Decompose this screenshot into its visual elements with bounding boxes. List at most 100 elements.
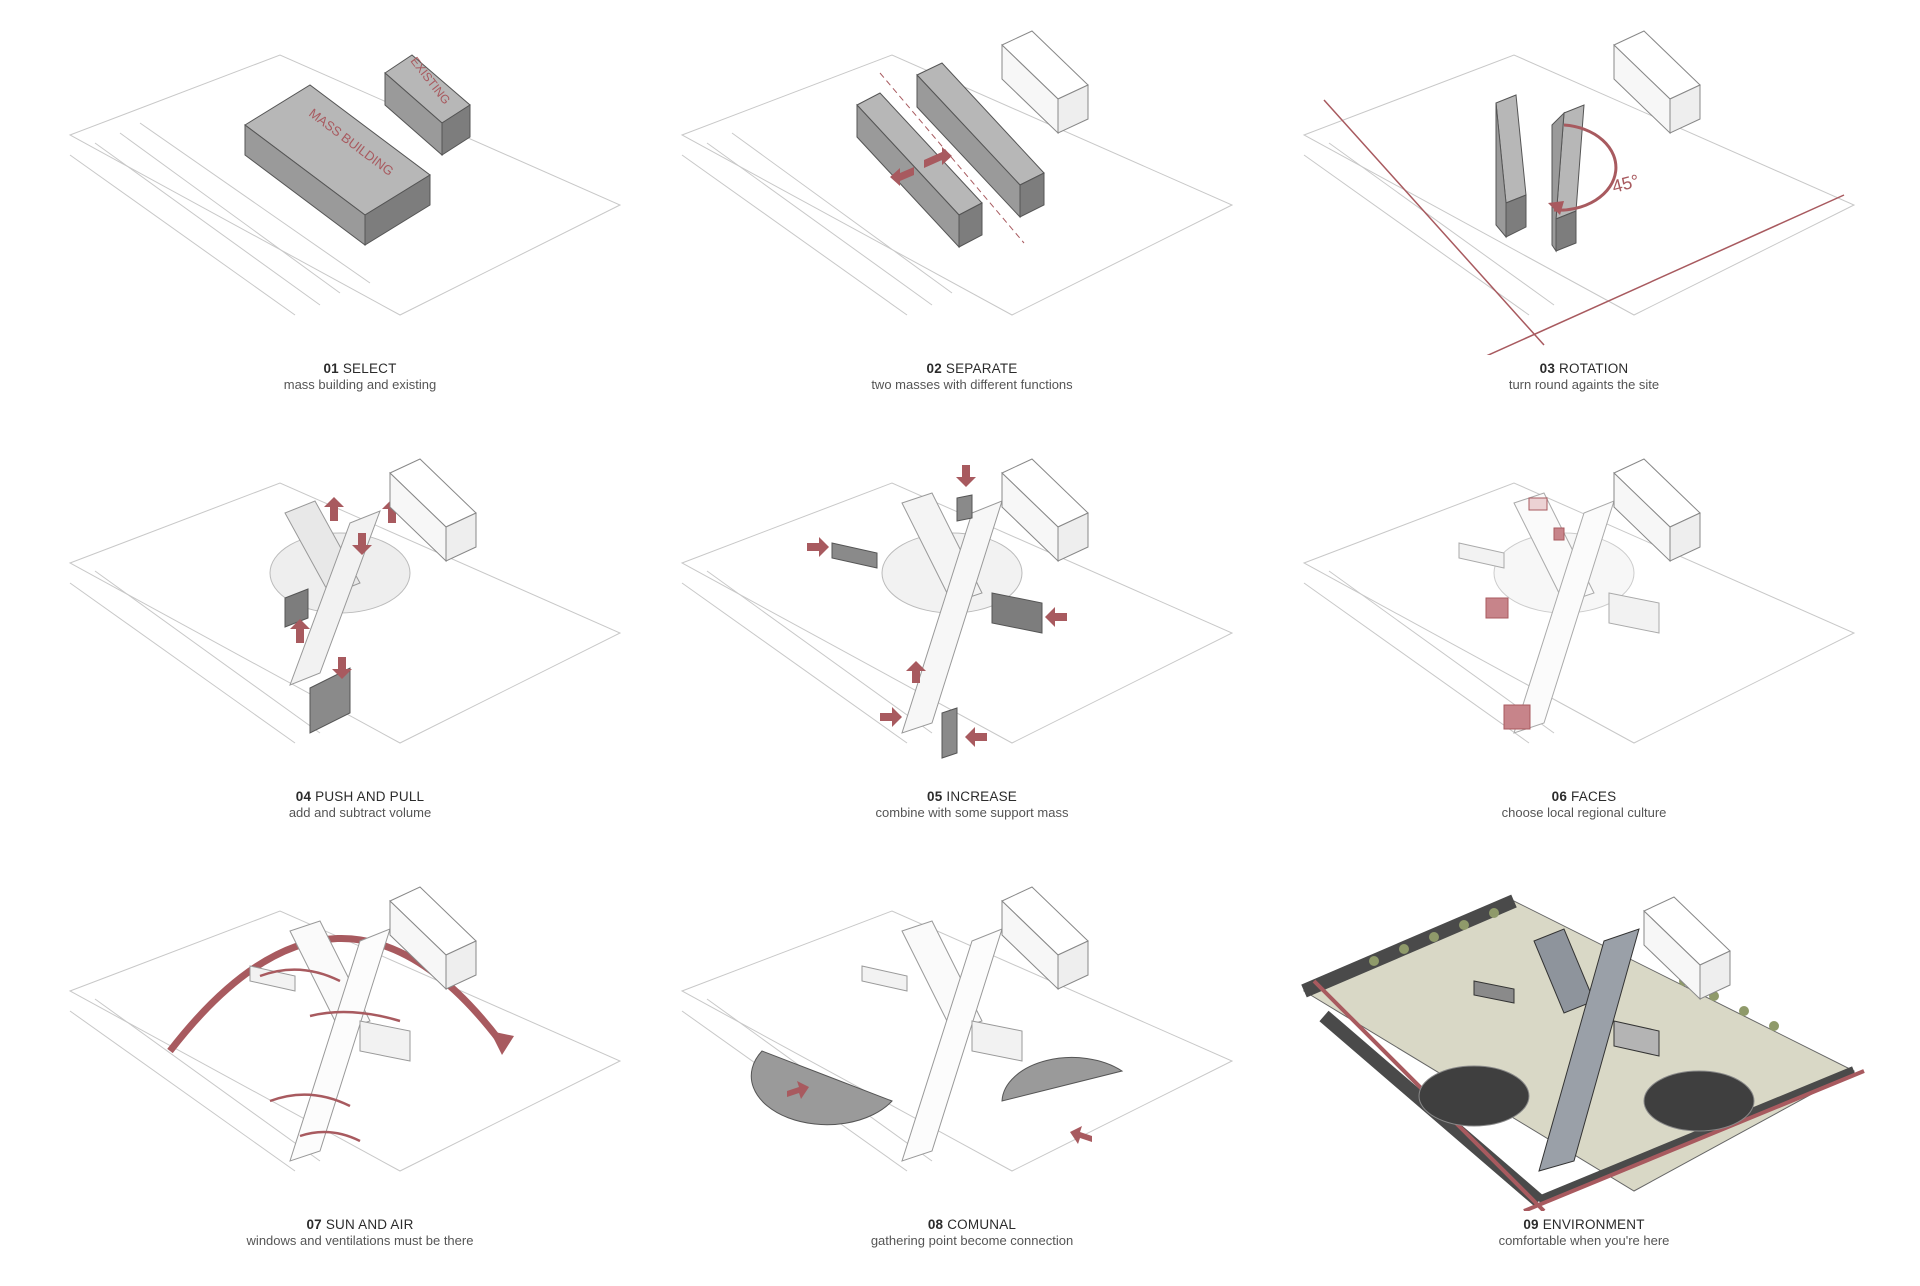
existing-block [389,886,477,991]
building-east [1613,1020,1660,1057]
mass-stub-left [284,588,309,628]
caption-03: 03 ROTATION turn round againts the site [1264,361,1904,392]
step-subtitle: comfortable when you're here [1498,1233,1670,1248]
step-title: ENVIRONMENT [1542,1217,1645,1232]
diagram-environment [1301,894,1865,1211]
panel-01-select: MASS BUILDING EXISTING 01 SELECT mass bu… [40,15,680,430]
regional-faces [1485,497,1565,730]
increase-arrows [807,465,1067,747]
panel-03-rotation: 45° 03 ROTATION turn round againts the s… [1264,15,1904,430]
push-arrow-right [924,147,952,168]
existing-block: EXISTING [384,54,471,157]
diagram-sun-air [68,886,622,1172]
step-title: SUN AND AIR [325,1217,414,1232]
support-mass-west [1458,542,1505,569]
main-axis-south [1523,1069,1865,1211]
panel-02-separate: 02 SEPARATE two masses with different fu… [652,15,1292,430]
existing-block [1613,30,1701,135]
plaza-west [750,1050,893,1126]
caption-07: 07 SUN AND AIR windows and ventilations … [40,1217,680,1248]
mass-right-rotated [1551,104,1585,253]
support-mass-west [861,965,908,992]
separation-axis [879,72,1025,244]
step-subtitle: mass building and existing [283,377,437,392]
step-title: SELECT [342,361,397,376]
step-number: 09 [1523,1217,1539,1232]
diagram-comunal [680,886,1234,1172]
sun-path-arc [167,935,503,1054]
step-subtitle: two masses with different functions [871,377,1073,392]
mass-left-rotated [1495,94,1527,239]
site-edge-bottom [1486,194,1845,355]
existing-block [1613,458,1701,563]
mass-spine [1513,500,1615,734]
building-spine [1538,928,1640,1172]
existing-block [1643,896,1731,1001]
plaza-east [1001,1056,1124,1102]
site-edge-left [1323,99,1545,346]
mass-spine [901,928,1003,1162]
step-title: FACES [1571,789,1617,804]
step-subtitle: windows and ventilations must be there [246,1233,474,1248]
caption-08: 08 COMUNAL gathering point become connec… [652,1217,1292,1248]
caption-04: 04 PUSH AND PULL add and subtract volume [40,789,680,820]
panel-05-increase: 05 INCREASE combine with some support ma… [652,443,1292,858]
step-number: 05 [927,789,943,804]
support-mass-east [991,592,1043,634]
building-west [1473,980,1515,1004]
push-arrow-left [890,167,914,186]
support-mass-east [359,1020,411,1062]
step-number: 04 [295,789,312,804]
panel-09-environment: 09 ENVIRONMENT comfortable when you're h… [1264,871,1904,1286]
step-subtitle: combine with some support mass [875,805,1069,820]
comunal-arrows [787,1081,1092,1144]
caption-06: 06 FACES choose local regional culture [1264,789,1904,820]
step-number: 03 [1539,361,1556,376]
step-title: COMUNAL [947,1217,1017,1232]
support-mass-north [956,494,973,522]
sun-path-arrowhead [490,1031,514,1055]
diagram-push-pull [68,458,622,744]
existing-block [1001,886,1089,991]
step-subtitle: choose local regional culture [1501,805,1667,820]
existing-block [1001,458,1089,563]
existing-block [1001,30,1089,135]
road-north [1301,894,1517,998]
support-mass-west [249,965,296,992]
diagram-rotation: 45° [1302,30,1856,355]
caption-05: 05 INCREASE combine with some support ma… [652,789,1292,820]
step-title: PUSH AND PULL [315,789,425,804]
existing-block [389,458,477,563]
mass-lower [309,667,351,734]
mass-spine [289,510,381,686]
step-subtitle: add and subtract volume [288,805,432,820]
rotation-arrow [1553,123,1618,212]
diagram-faces [1302,458,1856,744]
support-mass-east [1608,592,1660,634]
step-number: 07 [306,1217,322,1232]
step-title: ROTATION [1559,361,1629,376]
step-number: 08 [927,1217,944,1232]
diagram-separate [680,30,1234,316]
step-number: 02 [926,361,942,376]
caption-01: 01 SELECT mass building and existing [40,361,680,392]
step-title: SEPARATE [945,361,1018,376]
panel-06-faces: 06 FACES choose local regional culture [1264,443,1904,858]
support-mass-east [971,1020,1023,1062]
panel-07-sun-air: 07 SUN AND AIR windows and ventilations … [40,871,680,1286]
support-mass-south [941,707,958,759]
road-south [1537,1066,1856,1206]
panel-04-push-pull: 04 PUSH AND PULL add and subtract volume [40,443,680,858]
step-subtitle: turn round againts the site [1508,377,1660,392]
airflow-arrows [259,968,401,1143]
diagram-select: MASS BUILDING EXISTING [68,54,622,316]
step-title: INCREASE [946,789,1017,804]
step-subtitle: gathering point become connection [870,1233,1074,1248]
diagram-increase [680,458,1234,759]
support-mass-west [831,542,878,569]
panel-08-comunal: 08 COMUNAL gathering point become connec… [652,871,1292,1286]
caption-02: 02 SEPARATE two masses with different fu… [652,361,1292,392]
step-number: 01 [323,361,339,376]
rotation-arrowhead [1548,201,1564,215]
caption-09: 09 ENVIRONMENT comfortable when you're h… [1264,1217,1904,1248]
